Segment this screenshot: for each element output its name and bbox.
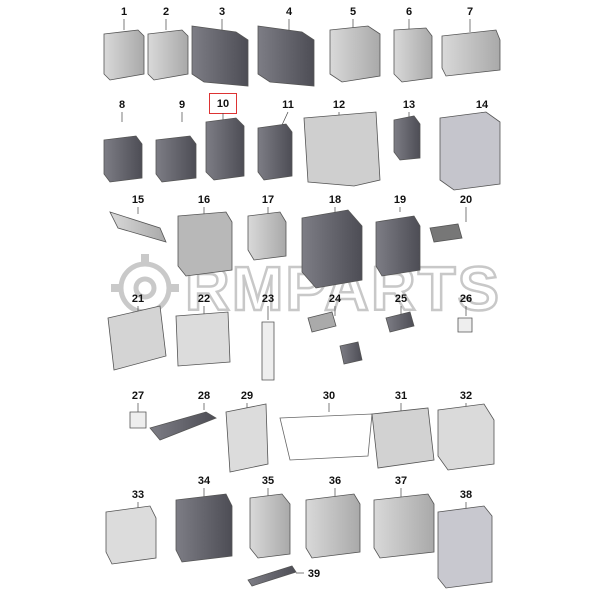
part-label[interactable]: 18 bbox=[328, 194, 342, 206]
part-label[interactable]: 22 bbox=[197, 293, 211, 305]
part-label[interactable]: 1 bbox=[120, 6, 128, 18]
part-label[interactable]: 35 bbox=[261, 475, 275, 487]
part-label[interactable]: 21 bbox=[131, 293, 145, 305]
part-label[interactable]: 36 bbox=[328, 475, 342, 487]
part-label[interactable]: 8 bbox=[118, 99, 126, 111]
part-label[interactable]: 5 bbox=[349, 6, 357, 18]
part-label[interactable]: 14 bbox=[475, 99, 489, 111]
part-label[interactable]: 17 bbox=[261, 194, 275, 206]
part-label[interactable]: 33 bbox=[131, 489, 145, 501]
part-label[interactable]: 9 bbox=[178, 99, 186, 111]
part-label[interactable]: 15 bbox=[131, 194, 145, 206]
part-label[interactable]: 10 bbox=[216, 98, 230, 110]
part-label[interactable]: 30 bbox=[322, 390, 336, 402]
part-label[interactable]: 37 bbox=[394, 475, 408, 487]
part-label[interactable]: 24 bbox=[328, 293, 342, 305]
part-label[interactable]: 20 bbox=[459, 194, 473, 206]
part-label[interactable]: 29 bbox=[240, 390, 254, 402]
part-label[interactable]: 4 bbox=[285, 6, 293, 18]
part-label[interactable]: 27 bbox=[131, 390, 145, 402]
part-label[interactable]: 31 bbox=[394, 390, 408, 402]
part-label[interactable]: 39 bbox=[307, 568, 321, 580]
part-label[interactable]: 25 bbox=[394, 293, 408, 305]
part-label[interactable]: 16 bbox=[197, 194, 211, 206]
part-label[interactable]: 38 bbox=[459, 489, 473, 501]
part-label[interactable]: 6 bbox=[405, 6, 413, 18]
part-label[interactable]: 3 bbox=[218, 6, 226, 18]
part-label[interactable]: 19 bbox=[393, 194, 407, 206]
part-label[interactable]: 28 bbox=[197, 390, 211, 402]
part-label[interactable]: 32 bbox=[459, 390, 473, 402]
part-label[interactable]: 23 bbox=[261, 293, 275, 305]
part-label[interactable]: 2 bbox=[162, 6, 170, 18]
part-label[interactable]: 13 bbox=[402, 99, 416, 111]
part-label[interactable]: 12 bbox=[332, 99, 346, 111]
part-label[interactable]: 11 bbox=[282, 99, 294, 111]
part-label[interactable]: 34 bbox=[197, 475, 211, 487]
part-label[interactable]: 26 bbox=[459, 293, 473, 305]
part-label[interactable]: 7 bbox=[466, 6, 474, 18]
